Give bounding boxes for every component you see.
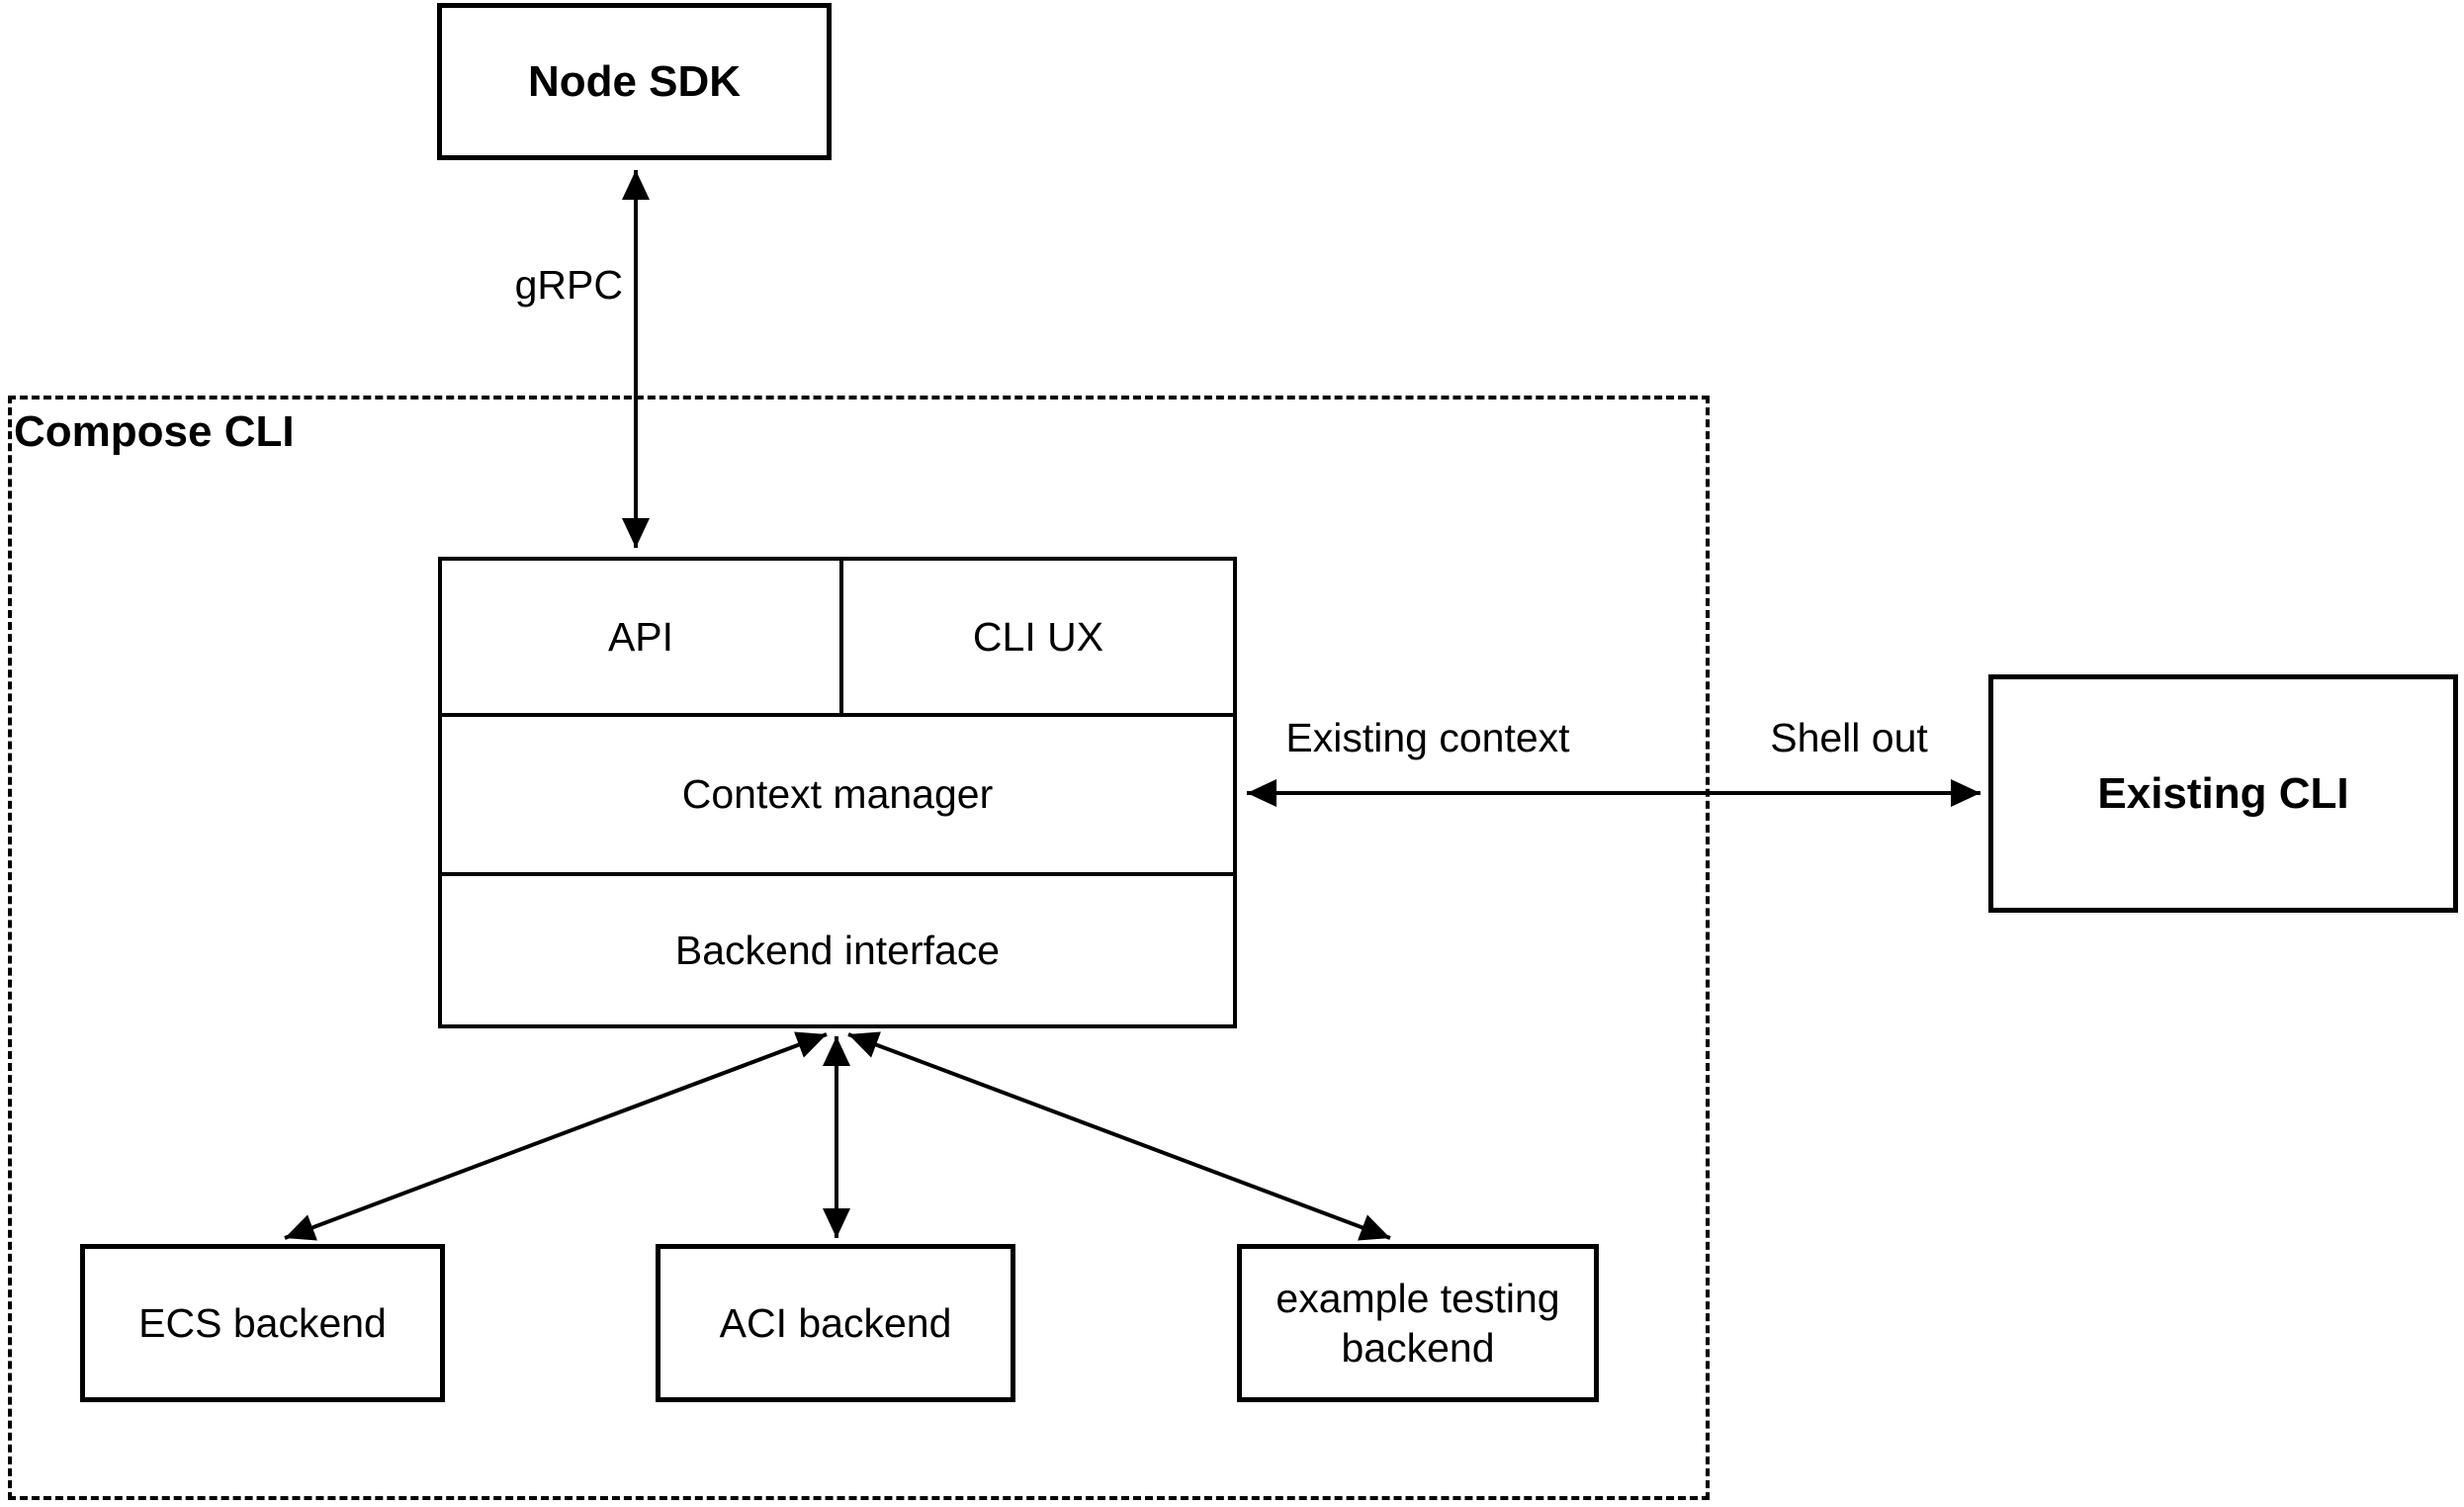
context-manager-label: Context manager [681,771,994,817]
api-cell: API [442,561,843,713]
existing-cli-box: Existing CLI [1988,674,2458,913]
node-sdk-label: Node SDK [527,56,742,106]
aci-backend-label: ACI backend [719,1299,952,1346]
existing-cli-label: Existing CLI [2097,768,2349,818]
context-manager-cell: Context manager [442,717,1233,876]
aci-backend-box: ACI backend [656,1244,1015,1402]
cli-ux-label: CLI UX [972,613,1104,660]
compose-cli-group-border [8,396,1710,1500]
backend-interface-label: Backend interface [674,927,1001,973]
api-label: API [607,613,674,660]
ecs-backend-box: ECS backend [80,1244,445,1402]
backend-interface-cell: Backend interface [442,876,1233,1024]
ecs-backend-label: ECS backend [138,1299,387,1346]
stack-top-row: API CLI UX [442,561,1233,717]
node-sdk-box: Node SDK [437,3,832,160]
example-testing-backend-label: example testing backend [1276,1276,1560,1371]
example-testing-backend-box: example testing backend [1237,1244,1599,1402]
shell-out-edge-label: Shell out [1770,715,1928,760]
existing-context-edge-label: Existing context [1285,715,1570,760]
grpc-edge-label: gRPC [514,262,623,308]
compose-cli-group-label: Compose CLI [14,407,295,456]
cli-ux-cell: CLI UX [843,561,1233,713]
component-stack-box: API CLI UX Context manager Backend inter… [438,557,1237,1028]
